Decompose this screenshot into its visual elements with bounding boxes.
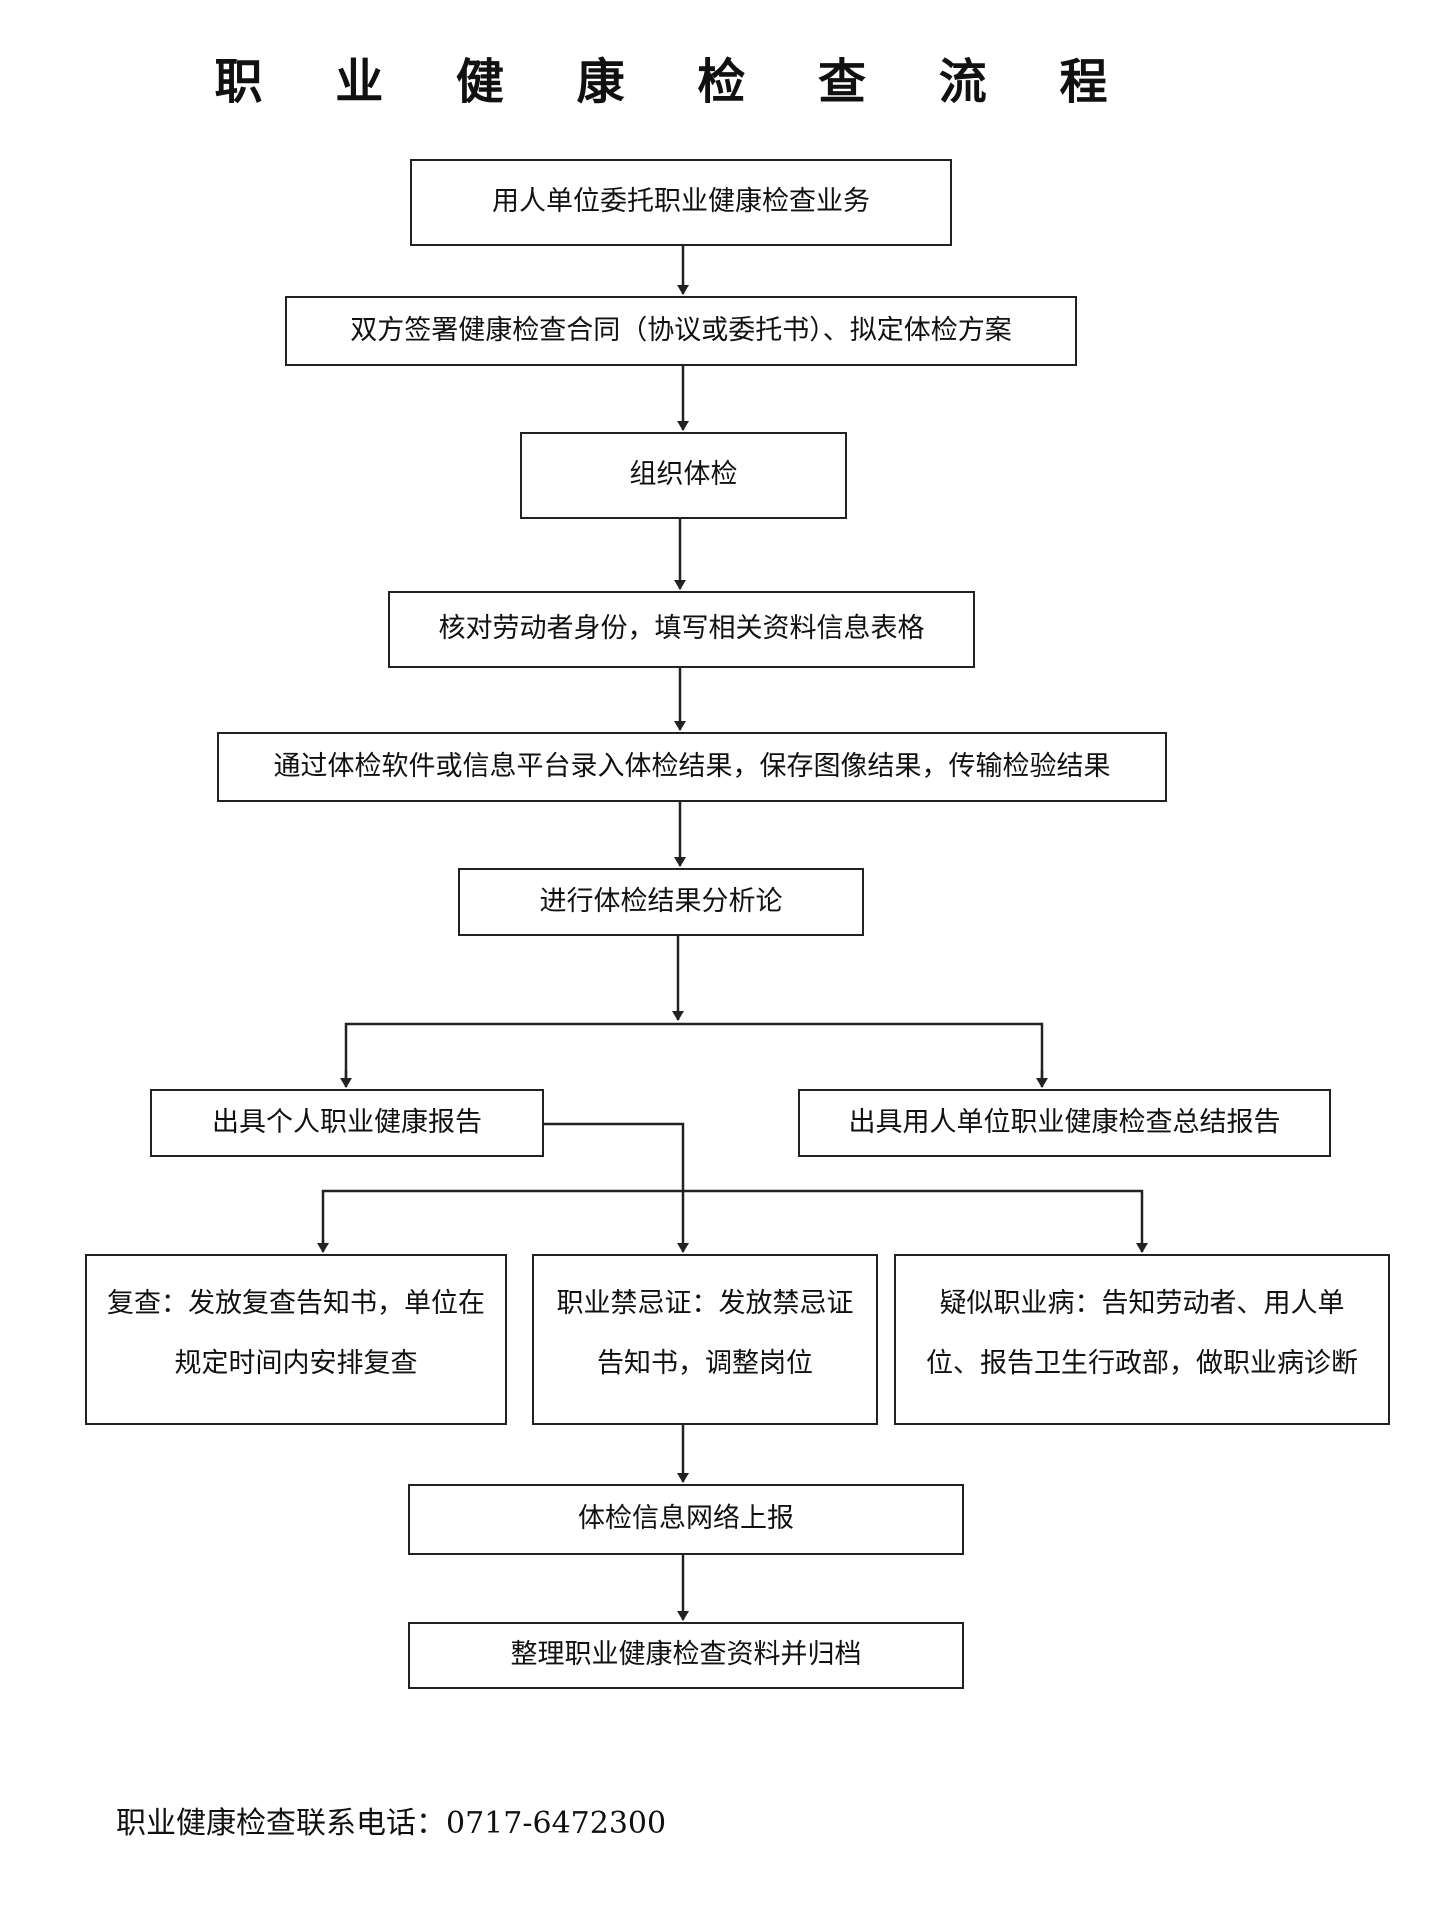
- step-contraindication: 职业禁忌证：发放禁忌证告知书，调整岗位: [532, 1254, 878, 1425]
- split-line: [344, 1022, 1044, 1081]
- step-suspected-disease: 疑似职业病：告知劳动者、用人单位、报告卫生行政部，做职业病诊断: [894, 1254, 1390, 1425]
- step-recheck-label: 复查：发放复查告知书，单位在规定时间内安排复查: [107, 1288, 485, 1379]
- step-recheck: 复查：发放复查告知书，单位在规定时间内安排复查: [85, 1254, 507, 1425]
- report-connector: [544, 1122, 689, 1253]
- step-analyze-label: 进行体检结果分析论: [539, 885, 783, 917]
- step-record-label: 通过体检软件或信息平台录入体检结果，保存图像结果，传输检验结果: [273, 750, 1111, 782]
- step-organize: 组织体检: [520, 432, 847, 519]
- step-summary-report-label: 出具用人单位职业健康检查总结报告: [848, 1106, 1281, 1138]
- step-online-report-label: 体检信息网络上报: [578, 1503, 794, 1535]
- step-entrust-label: 用人单位委托职业健康检查业务: [492, 186, 870, 218]
- step-organize-label: 组织体检: [629, 459, 738, 491]
- step-record: 通过体检软件或信息平台录入体检结果，保存图像结果，传输检验结果: [217, 732, 1167, 802]
- step-archive: 整理职业健康检查资料并归档: [408, 1622, 964, 1689]
- branch-line: [321, 1189, 1148, 1253]
- step-verify: 核对劳动者身份，填写相关资料信息表格: [388, 591, 975, 668]
- step-analyze: 进行体检结果分析论: [458, 868, 864, 936]
- step-archive-label: 整理职业健康检查资料并归档: [510, 1639, 862, 1671]
- step-contract-label: 双方签署健康检查合同（协议或委托书）、拟定体检方案: [350, 314, 1012, 346]
- step-verify-label: 核对劳动者身份，填写相关资料信息表格: [438, 613, 925, 645]
- step-suspected-disease-label: 疑似职业病：告知劳动者、用人单位、报告卫生行政部，做职业病诊断: [926, 1288, 1358, 1379]
- step-entrust: 用人单位委托职业健康检查业务: [410, 159, 952, 246]
- step-contraindication-label: 职业禁忌证：发放禁忌证告知书，调整岗位: [556, 1288, 854, 1379]
- step-personal-report: 出具个人职业健康报告: [150, 1089, 544, 1157]
- step-summary-report: 出具用人单位职业健康检查总结报告: [798, 1089, 1331, 1157]
- step-personal-report-label: 出具个人职业健康报告: [212, 1106, 482, 1138]
- step-online-report: 体检信息网络上报: [408, 1484, 964, 1555]
- contact-phone: 职业健康检查联系电话：0717-6472300: [116, 1806, 667, 1841]
- page-title: 职 业 健 康 检 查 流 程: [214, 54, 1136, 110]
- step-contract: 双方签署健康检查合同（协议或委托书）、拟定体检方案: [285, 296, 1077, 366]
